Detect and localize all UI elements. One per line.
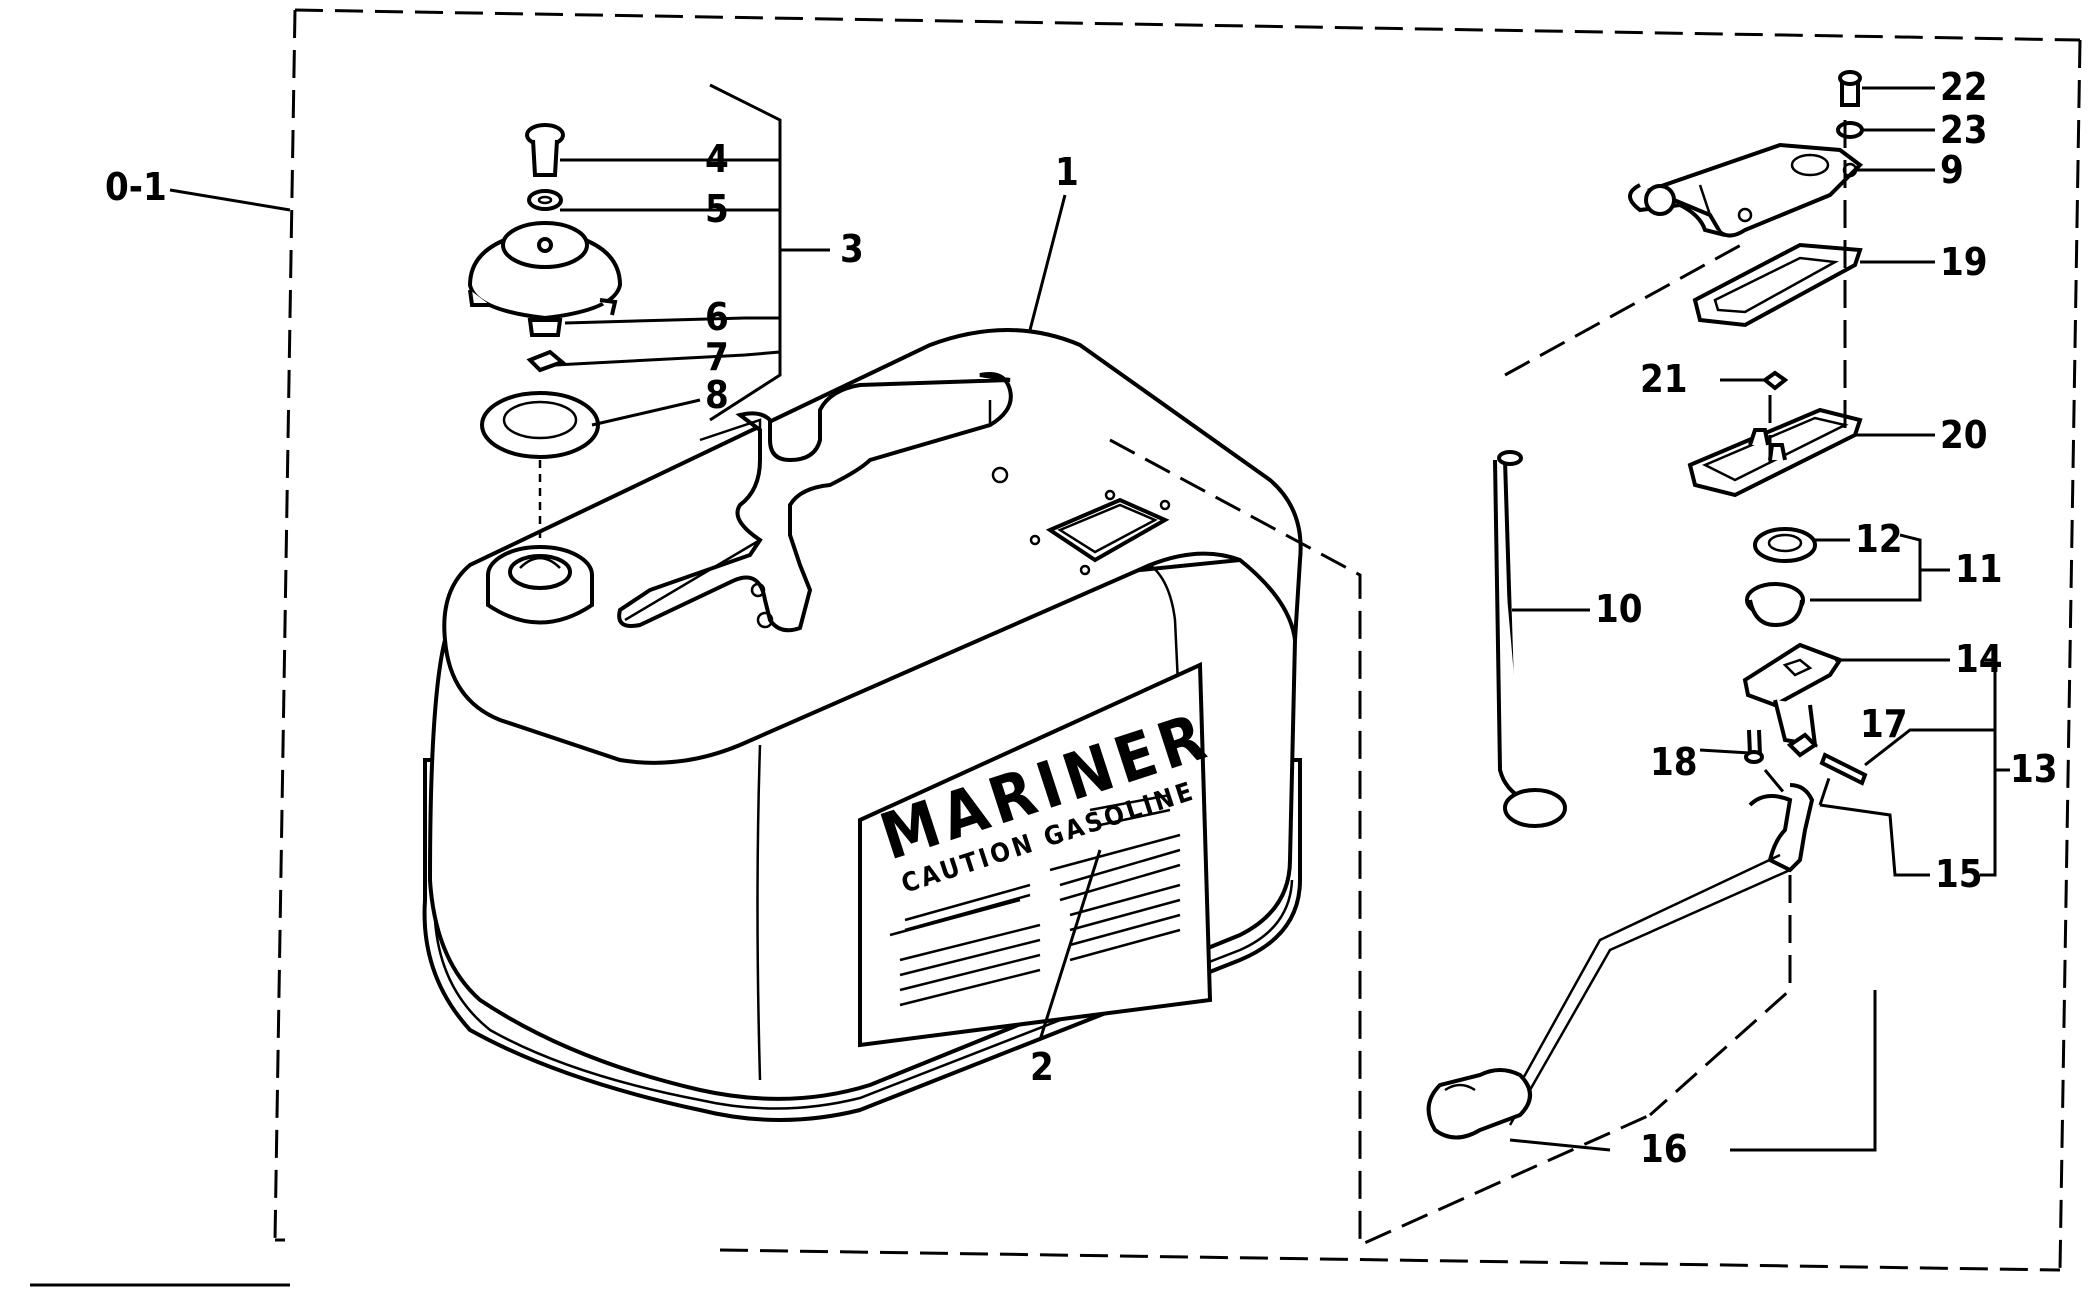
callout-18: 18 [1650, 740, 1698, 784]
pickup-tube [1493, 450, 1567, 828]
callout-15: 15 [1935, 852, 1983, 896]
callout-11: 11 [1955, 547, 2003, 591]
callout-20: 20 [1940, 413, 1988, 457]
callout-7: 7 [705, 335, 729, 379]
callout-9: 9 [1940, 148, 1964, 192]
callout-1: 1 [1055, 150, 1079, 194]
cap-assembly [467, 123, 623, 540]
callout-5: 5 [705, 187, 729, 231]
callout-19: 19 [1940, 240, 1988, 284]
callout-13: 13 [2010, 747, 2058, 791]
callout-23: 23 [1940, 108, 1988, 152]
callout-12: 12 [1855, 517, 1903, 561]
callout-labels: 0-1 1 2 3 4 5 6 7 8 9 10 11 12 13 14 15 … [105, 65, 2058, 1171]
callout-16: 16 [1640, 1127, 1688, 1171]
callout-8: 8 [705, 373, 729, 417]
callout-10: 10 [1595, 587, 1643, 631]
callout-22: 22 [1940, 65, 1988, 109]
callout-0-1: 0-1 [105, 165, 167, 209]
alignment-lines [1109, 120, 1847, 1248]
sender-unit [1426, 642, 1868, 1140]
decal-fine-print [889, 793, 1181, 1007]
sender-head [1628, 70, 1864, 498]
seal-set [1745, 527, 1817, 628]
callout-14: 14 [1955, 637, 2003, 681]
callout-6: 6 [705, 295, 729, 339]
caution-decal [858, 661, 1213, 1048]
fuel-tank: MARINER CAUTION GASOLINE [422, 328, 1303, 1122]
callout-17: 17 [1860, 702, 1908, 746]
assembly-boundary [30, 8, 2082, 1287]
leader-lines [169, 83, 2010, 1152]
callout-4: 4 [705, 137, 729, 181]
callout-2: 2 [1030, 1045, 1054, 1089]
callout-21: 21 [1640, 357, 1688, 401]
callout-3: 3 [840, 227, 864, 271]
